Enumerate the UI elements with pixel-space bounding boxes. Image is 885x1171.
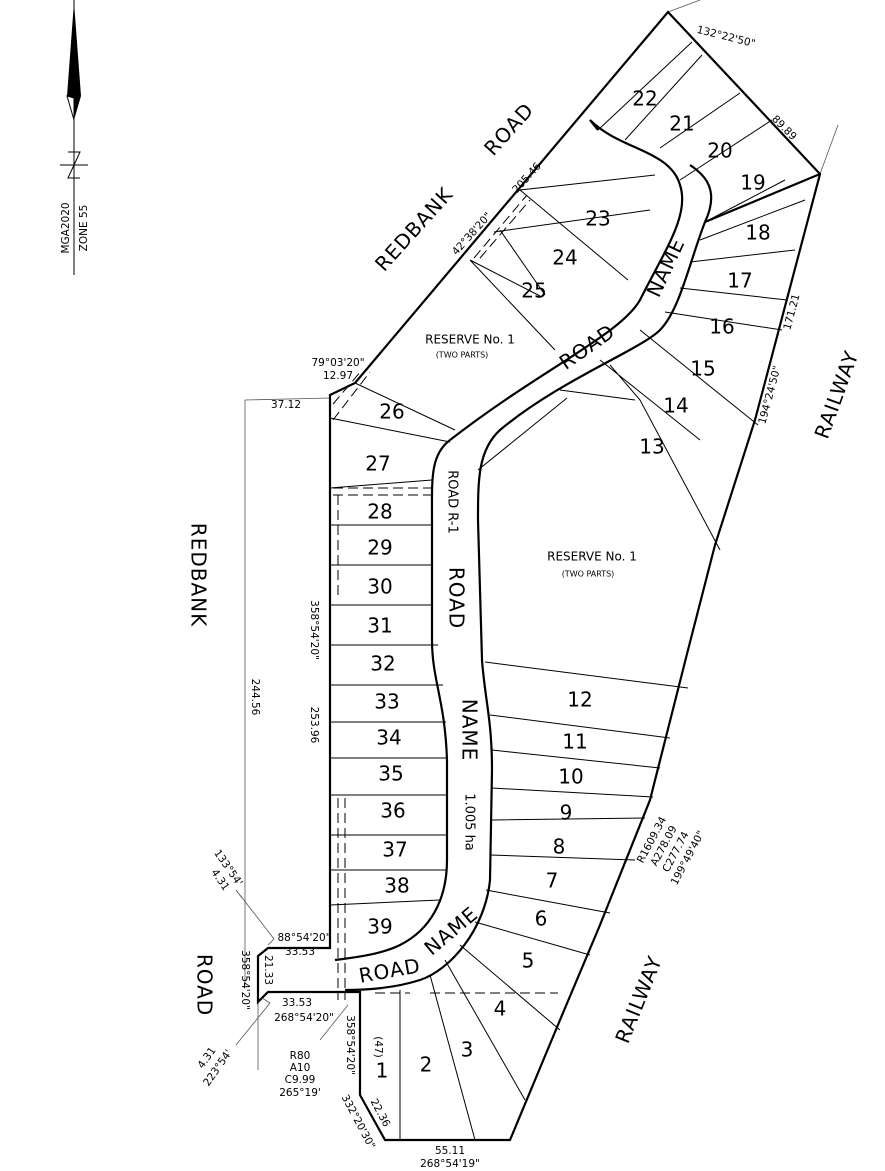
- zone-label: ZONE 55: [78, 205, 90, 252]
- parcel-boundary: [256, 10, 822, 1142]
- lot-10: 10: [558, 765, 583, 789]
- redbank-road-left: REDBANK: [187, 523, 211, 627]
- dim-corner-dist: 12.97: [323, 370, 353, 382]
- road-name-mid-1: ROAD: [445, 567, 469, 629]
- lot-16: 16: [709, 315, 734, 339]
- lot-13: 13: [639, 435, 664, 459]
- lot-14: 14: [663, 394, 688, 418]
- road-edge-west: [334, 119, 684, 962]
- dim-top-bearing: 132°22'50": [696, 24, 757, 50]
- lot-31: 31: [367, 614, 392, 638]
- dim-curve-radius: R80: [290, 1050, 311, 1062]
- lot-15: 15: [690, 357, 715, 381]
- dim-frontage-dist: 205.46: [510, 160, 544, 196]
- road-edge-east: [344, 164, 713, 992]
- lot-11: 11: [562, 730, 587, 754]
- dim-lot1-bearing: 358°54'20": [344, 1015, 356, 1075]
- lot-9: 9: [560, 801, 573, 825]
- road-left: ROAD: [193, 954, 217, 1016]
- lot-labels: 1 2 3 4 5 6 7 8 9 10 11 12 13 14 15 16 1…: [365, 87, 770, 1083]
- road-name-mid-2: NAME: [458, 699, 482, 762]
- dim-left-outer: 37.12: [271, 399, 301, 411]
- dim-corner-bearing: 79°03'20": [311, 357, 364, 369]
- lot-27: 27: [365, 452, 390, 476]
- lot-38: 38: [384, 874, 409, 898]
- dim-stub-bottom-bearing: 268°54'20": [274, 1012, 334, 1024]
- lot-6: 6: [535, 907, 548, 931]
- lot-7: 7: [546, 869, 559, 893]
- lot-17: 17: [727, 269, 752, 293]
- lot-4: 4: [494, 997, 507, 1021]
- reserve-sub-north: (TWO PARTS): [436, 351, 489, 360]
- lot-22: 22: [632, 87, 657, 111]
- lot-18: 18: [745, 221, 770, 245]
- road-area: 1.005 ha: [462, 793, 477, 851]
- dim-left-dist: 253.96: [308, 707, 320, 744]
- lot-24: 24: [552, 246, 577, 270]
- redbank-road-top-2: ROAD: [479, 98, 539, 160]
- north-arrow-icon: [60, 0, 88, 275]
- lot-20: 20: [707, 139, 732, 163]
- lot-2: 2: [420, 1053, 433, 1077]
- dim-frontage-bearing: 42°38'20": [450, 210, 494, 257]
- dim-stub-top-bearing: 88°54'20": [277, 932, 330, 944]
- lot-35: 35: [378, 762, 403, 786]
- dim-left-bearing: 358°54'20": [308, 600, 320, 660]
- lot-8: 8: [553, 835, 566, 859]
- lot-29: 29: [367, 536, 392, 560]
- lot-19: 19: [740, 171, 765, 195]
- lot-36: 36: [380, 799, 405, 823]
- lot-3: 3: [461, 1038, 474, 1062]
- lot-34: 34: [376, 726, 401, 750]
- reserve-sub-south: (TWO PARTS): [562, 570, 615, 579]
- lot-32: 32: [370, 652, 395, 676]
- lot-21: 21: [669, 112, 694, 136]
- dim-stub-width: 21.33: [262, 955, 274, 985]
- dim-left-total: 244.56: [249, 679, 261, 716]
- railway-bottom: RAILWAY: [610, 952, 667, 1046]
- dim-lot1-diag-dist: 22.36: [368, 1097, 393, 1129]
- reserve-label-north: RESERVE No. 1: [425, 333, 515, 347]
- dim-stub-bearing: 358°54'20": [239, 950, 251, 1010]
- dim-stub-top-dist: 33.53: [285, 946, 315, 958]
- dim-curve-bearing: 265°19': [279, 1087, 321, 1099]
- road-name-upper-1: ROAD: [555, 319, 620, 374]
- lot-39: 39: [367, 915, 392, 939]
- dim-top-dist: 89.89: [769, 113, 799, 143]
- lot-1: 1: [376, 1059, 389, 1083]
- lot-28: 28: [367, 500, 392, 524]
- dim-curve-chord: C9.99: [285, 1074, 316, 1086]
- dim-bottom-bearing: 268°54'19": [420, 1158, 480, 1170]
- lot-26: 26: [379, 400, 404, 424]
- lot-25: 25: [521, 279, 546, 303]
- lot-lines: [329, 41, 806, 1141]
- lot-5: 5: [522, 949, 535, 973]
- dim-lot1-dist: (47): [372, 1036, 384, 1058]
- lot-23: 23: [585, 207, 610, 231]
- road-r1-label: ROAD R-1: [445, 470, 460, 534]
- redbank-road-top-1: REDBANK: [370, 182, 458, 276]
- dim-curve-arc: A10: [290, 1062, 311, 1074]
- datum-label: MGA2020: [60, 202, 72, 253]
- dim-stub-bottom-dist: 33.53: [282, 997, 312, 1009]
- lot-30: 30: [367, 575, 392, 599]
- lot-37: 37: [382, 838, 407, 862]
- lot-12: 12: [567, 688, 592, 712]
- railway-right: RAILWAY: [810, 347, 864, 442]
- dim-bottom-dist: 55.11: [435, 1145, 465, 1157]
- lot-33: 33: [374, 690, 399, 714]
- reserve-label-south: RESERVE No. 1: [547, 550, 637, 564]
